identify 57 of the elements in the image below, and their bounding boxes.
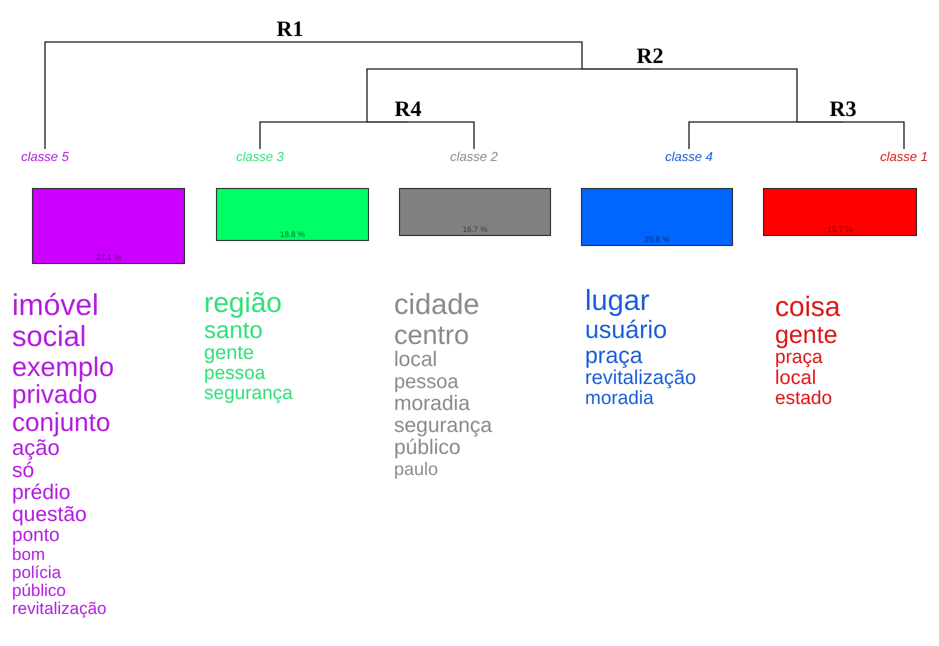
class-label: classe 3 xyxy=(236,149,284,165)
percentage-label: 27.1 % xyxy=(95,253,122,263)
keyword: santo xyxy=(204,318,263,344)
percentage-label: 20.8 % xyxy=(644,235,670,245)
keyword: revitalização xyxy=(12,600,106,618)
keyword: ação xyxy=(12,436,60,460)
keyword: pessoa xyxy=(204,364,266,384)
cluster-split-label: R3 xyxy=(830,98,856,120)
keyword: público xyxy=(394,437,461,460)
keyword: exemplo xyxy=(12,352,114,382)
keyword: lugar xyxy=(585,286,650,317)
cluster-split-label: R2 xyxy=(636,45,664,67)
dendrogram-branch xyxy=(44,41,290,149)
keyword: gente xyxy=(775,322,838,348)
keyword: moradia xyxy=(394,392,470,416)
keyword: segurança xyxy=(394,415,492,438)
keyword: usuário xyxy=(585,316,667,344)
keyword: polícia xyxy=(12,564,62,582)
keyword: gente xyxy=(204,343,254,364)
keyword: público xyxy=(12,582,66,600)
dendrogram-branch xyxy=(688,121,843,149)
keyword: local xyxy=(394,349,438,372)
class-label: classe 4 xyxy=(665,149,713,165)
dendrogram-branch xyxy=(408,121,475,149)
keyword: coisa xyxy=(775,292,840,322)
keyword: praça xyxy=(775,348,823,368)
percentage-label: 16.7 % xyxy=(462,225,488,235)
keyword: pessoa xyxy=(394,372,458,393)
dendrogram-branch xyxy=(259,121,408,149)
keyword: privado xyxy=(12,381,98,409)
dendrogram-branch xyxy=(843,121,905,149)
keyword: conjunto xyxy=(12,408,110,436)
dendrogram-branch xyxy=(366,68,650,123)
keyword: bom xyxy=(12,546,46,564)
keyword: só xyxy=(12,460,34,482)
keyword: praça xyxy=(585,343,643,368)
cluster-split-label: R4 xyxy=(394,98,422,120)
keyword: social xyxy=(12,322,86,353)
keyword: segurança xyxy=(204,384,293,405)
class-label: classe 5 xyxy=(21,149,69,165)
keyword: região xyxy=(204,288,282,318)
keyword: imóvel xyxy=(12,290,99,322)
keyword: prédio xyxy=(12,482,70,504)
keyword: revitalização xyxy=(585,368,696,389)
percentage-label: 18.8 % xyxy=(279,230,306,240)
class-label: classe 1 xyxy=(880,149,928,165)
percentage-label: 16.7 % xyxy=(826,225,854,235)
keyword: moradia xyxy=(585,388,654,409)
keyword: centro xyxy=(394,320,470,350)
keyword: paulo xyxy=(394,460,438,479)
cluster-split-label: R1 xyxy=(276,18,304,40)
keyword: cidade xyxy=(394,290,480,321)
keyword: local xyxy=(775,368,816,390)
class-label: classe 2 xyxy=(450,149,498,165)
keyword: ponto xyxy=(12,526,60,546)
keyword: questão xyxy=(12,504,87,526)
keyword: estado xyxy=(775,389,832,410)
